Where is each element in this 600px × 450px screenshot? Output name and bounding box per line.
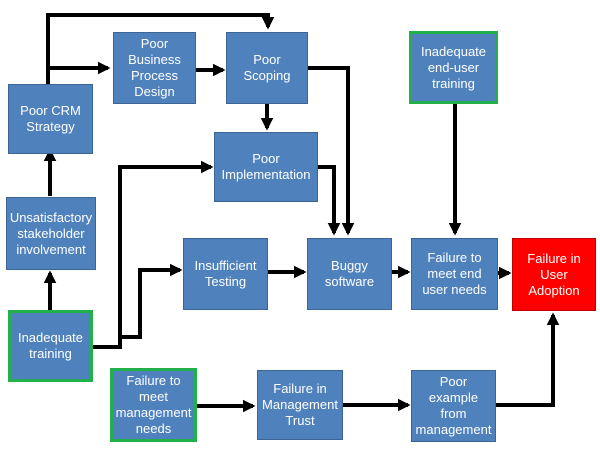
arrow-crm-to-scoping-top bbox=[46, 13, 275, 84]
node-failure-in-management-trust: Failure in Management Trust bbox=[257, 370, 343, 440]
node-failure-to-meet-management-needs: Failure to meet management needs bbox=[110, 368, 197, 442]
node-inadequate-training: Inadequate training bbox=[8, 310, 93, 382]
node-inadequate-end-user-training: Inadequate end-user training bbox=[409, 31, 498, 104]
node-insufficient-testing: Insufficient Testing bbox=[183, 238, 268, 310]
node-poor-scoping: Poor Scoping bbox=[226, 32, 308, 104]
node-buggy-software: Buggy software bbox=[307, 238, 392, 310]
node-poor-crm-strategy: Poor CRM Strategy bbox=[8, 84, 93, 154]
node-poor-implementation: Poor Implementation bbox=[214, 132, 318, 202]
arrow-example-to-adoption bbox=[496, 312, 560, 407]
arrow-training-to-testing bbox=[120, 263, 183, 339]
arrow-training-to-implementation bbox=[93, 160, 214, 349]
node-poor-business-process-design: Poor Business Process Design bbox=[113, 32, 196, 104]
arrow-scoping-to-buggy bbox=[308, 66, 355, 236]
node-poor-example-from-management: Poor example from management bbox=[411, 370, 496, 442]
node-unsatisfactory-stakeholder-involvement: Unsatisfactory stakeholder involvement bbox=[6, 197, 96, 270]
arrow-implementation-to-buggy bbox=[318, 165, 341, 236]
node-failure-to-meet-end-user-needs: Failure to meet end user needs bbox=[411, 238, 498, 310]
node-failure-in-user-adoption: Failure in User Adoption bbox=[512, 238, 596, 311]
